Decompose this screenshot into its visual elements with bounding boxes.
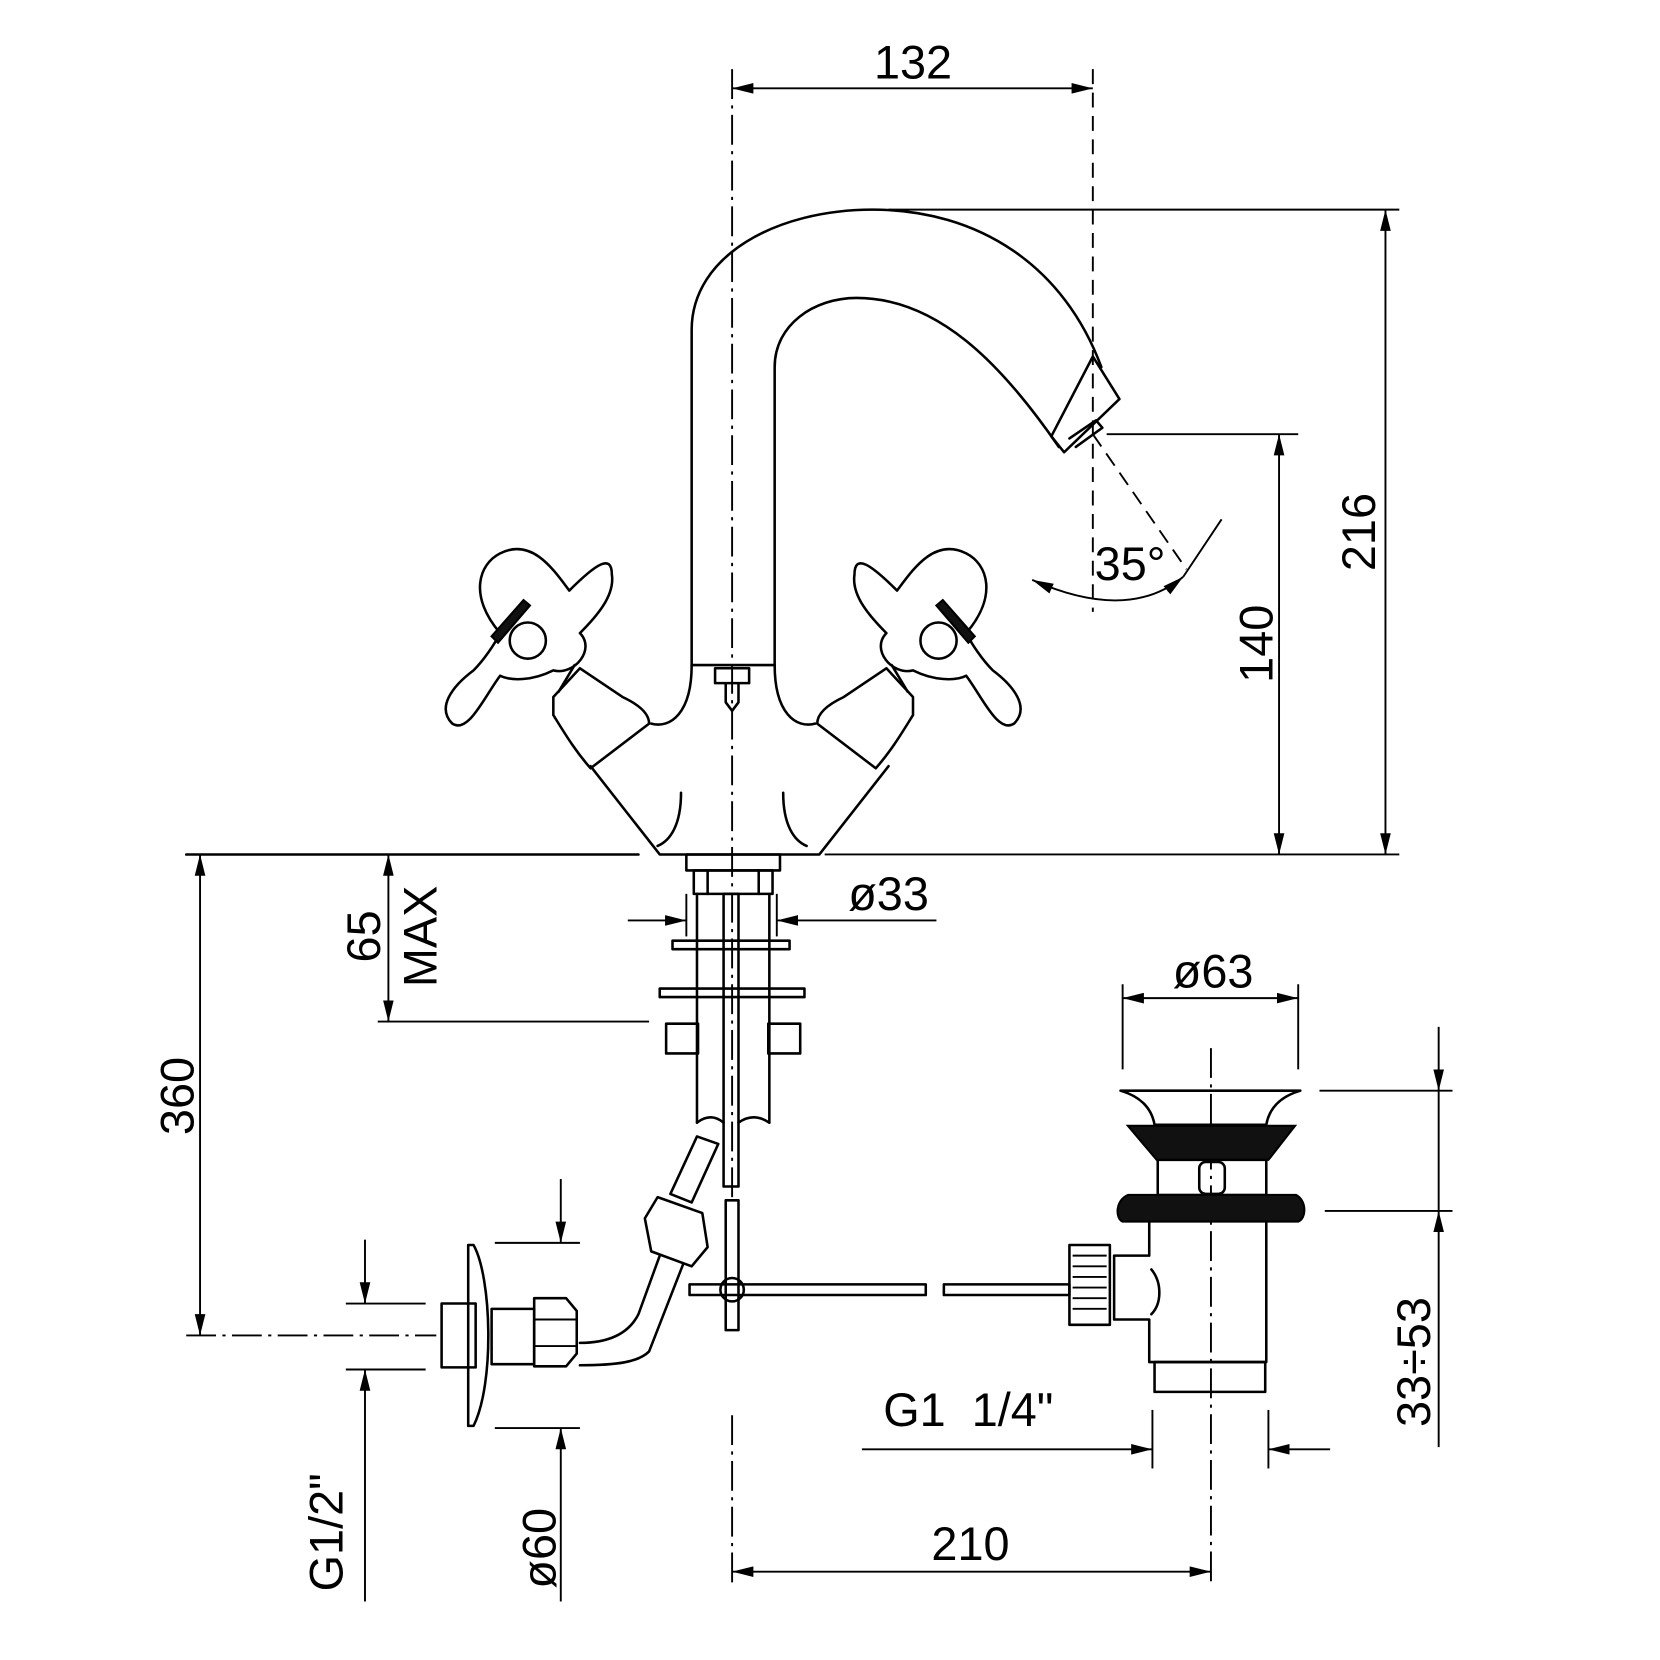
popup-drain [1068, 1089, 1306, 1394]
handle-indicator [934, 598, 977, 645]
handle-hub [508, 621, 548, 660]
dim-spout-angle: 35° [1031, 433, 1223, 602]
faucet-body [184, 663, 890, 856]
dim-g114-label: G1 1/4" [883, 1384, 1053, 1436]
dim-216-label: 216 [1333, 493, 1385, 571]
dim-60-label: ø60 [513, 1508, 565, 1589]
dim-35-label: 35° [1095, 538, 1166, 590]
dim-deck-thickness: 65 MAX [338, 853, 650, 1023]
dim-under-deck-length: 360 [152, 854, 437, 1337]
dim-drain-diameter: ø63 [1121, 945, 1300, 1070]
dim-63-label: ø63 [1173, 945, 1254, 997]
dim-inlet-thread: G1/2" [301, 1239, 426, 1602]
dim-33-53-label: 33÷53 [1388, 1297, 1440, 1427]
left-cross-handle[interactable] [444, 547, 651, 770]
dim-132-label: 132 [874, 37, 952, 89]
dim-spout-reach: 132 [732, 37, 1093, 94]
dim-33-label: ø33 [848, 868, 929, 920]
dim-spout-height: 140 [1106, 433, 1299, 855]
supply-hose [578, 1135, 720, 1367]
dim-g12-label: G1/2" [301, 1473, 353, 1591]
dim-210-label: 210 [931, 1518, 1009, 1570]
dim-140-label: 140 [1231, 605, 1283, 683]
dim-shank-diameter: ø33 [627, 868, 937, 937]
spout [690, 208, 1121, 713]
dim-total-height: 216 [824, 208, 1400, 856]
stop-valve[interactable] [440, 1243, 579, 1428]
mounting-shank [658, 853, 806, 1188]
dim-max-label: MAX [394, 886, 446, 987]
dim-drain-range: 33÷53 [1319, 1026, 1453, 1448]
drain-knurled-nut [1068, 1243, 1112, 1327]
right-cross-handle[interactable] [815, 547, 1022, 770]
dim-drain-offset: 210 [732, 1518, 1211, 1577]
dim-65-label: 65 [338, 910, 390, 962]
popup-rod[interactable] [688, 1199, 1071, 1332]
dim-drain-thread: G1 1/4" [861, 1384, 1331, 1469]
dim-flange-diameter: ø60 [494, 1179, 580, 1602]
handle-indicator [490, 598, 532, 645]
dim-360-label: 360 [152, 1057, 204, 1135]
handle-hub [919, 621, 958, 660]
